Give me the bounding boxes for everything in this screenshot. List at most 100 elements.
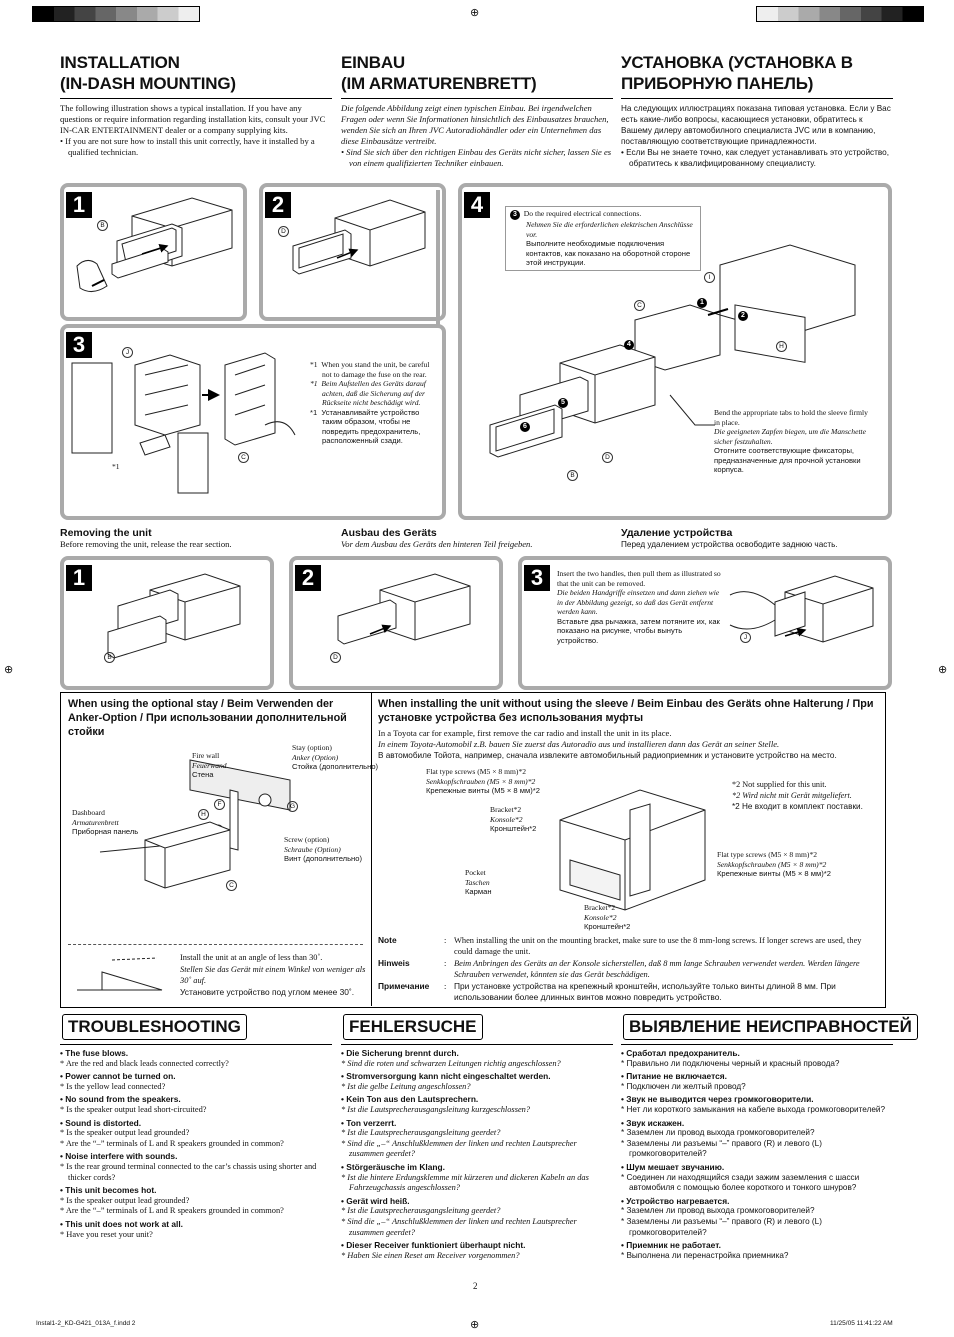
trouble-check: * Ist die gelbe Leitung angeschlossen?: [341, 1081, 471, 1091]
registration-mark-top: ⊕: [470, 7, 480, 19]
title-ru-2: ПРИБОРНУЮ ПАНЕЛЬ): [621, 74, 814, 93]
trouble-symptom: • Gerät wird heiß.: [341, 1195, 410, 1206]
title-en-2: (IN-DASH MOUNTING): [60, 74, 236, 93]
bullet-ru: • Если Вы не знаете точно, как следует у…: [621, 148, 889, 168]
label-j-step3: J: [122, 347, 133, 358]
label-screw-option: Screw (option)Schraube (Option)Винт (доп…: [284, 835, 363, 863]
label-g-stay: G: [287, 801, 298, 812]
bullet-de: • Sind Sie sich über den richtigen Einba…: [341, 147, 612, 168]
trouble-check: * Is the speaker output lead grounded?: [60, 1195, 190, 1205]
intro-en: The following illustration shows a typic…: [60, 103, 326, 135]
label-i-step4: I: [704, 272, 715, 283]
trouble-symptom: • Звук искажен.: [621, 1117, 685, 1128]
title-en-1: INSTALLATION: [60, 53, 180, 72]
trouble-symptom: • Ton verzerrt.: [341, 1117, 397, 1128]
label-c-step4: C: [634, 300, 645, 311]
trouble-check: * Заземлены ли разъемы “–” правого (R) и…: [621, 1138, 822, 1159]
angle-divider: [68, 944, 363, 946]
removing-ru: Удаление устройства Перед удалением устр…: [621, 527, 838, 549]
trouble-symptom: • Шум мешает звучанию.: [621, 1161, 725, 1172]
trouble-check: * Ist die Lautsprecherausgangsleitung ku…: [341, 1104, 531, 1114]
registration-mark-left: ⊕: [4, 664, 14, 676]
trouble-symptom: • Störgeräusche im Klang.: [341, 1161, 445, 1172]
title-de-2: (IM ARMATURENBRETT): [341, 74, 537, 93]
trouble-symptom: • Noise interfere with sounds.: [60, 1151, 178, 1162]
stay-title: When using the optional stay / Beim Verw…: [68, 698, 347, 738]
troubleshooting-title-de: FEHLERSUCHE: [343, 1014, 483, 1040]
trouble-check: * Подключен ли желтый провод?: [621, 1081, 746, 1091]
footer-file: Instal1-2_KD-G421_013A_f.indd 2: [36, 1320, 136, 1327]
trouble-symptom: • Звук не выводится через громкоговорите…: [621, 1094, 814, 1105]
footer-timestamp: 11/25/05 11:41:22 AM: [830, 1320, 893, 1327]
install-options-box: [60, 692, 886, 1008]
troubleshooting-list-en: • The fuse blows.* Are the red and black…: [60, 1048, 332, 1240]
remove-step-1-number: 1: [66, 565, 92, 591]
trouble-check: * Are the “–” terminals of L and R speak…: [60, 1206, 284, 1216]
step-1-illustration: [76, 197, 233, 292]
label-f-stay: F: [214, 799, 225, 810]
marker-2-step4: 2: [738, 311, 748, 321]
sleeve-notes: Note:When installing the unit on the mou…: [378, 935, 862, 1002]
trouble-check: * Is the rear ground terminal connected …: [60, 1161, 317, 1182]
step-1-number: 1: [66, 192, 92, 218]
trouble-check: * Is the speaker output lead short-circu…: [60, 1104, 207, 1114]
trouble-check: * Is the speaker output lead grounded?: [60, 1128, 190, 1138]
trouble-check: * Ist die Lautsprecherausgangsleitung ge…: [341, 1128, 501, 1138]
trouble-check: * Заземлены ли разъемы “–” правого (R) и…: [621, 1216, 822, 1237]
trouble-check: * Ist die Lautsprecherausgangsleitung ge…: [341, 1206, 501, 1216]
trouble-check: * Sind die „–“ Anschlußklemmen der linke…: [341, 1216, 577, 1237]
remove-step-2-number: 2: [295, 565, 321, 591]
label-d-step2: D: [278, 226, 289, 237]
label-b-step1: B: [97, 220, 108, 231]
trouble-check: * Are the red and black leads connected …: [60, 1058, 229, 1068]
label-b-remove1: B: [104, 652, 115, 663]
label-c-step3: C: [238, 452, 249, 463]
bullet-en: • If you are not sure how to install thi…: [60, 136, 315, 157]
step-2-illustration: [292, 199, 426, 275]
fuse-marker-label: *1: [112, 462, 120, 471]
intro-ru: На следующих иллюстрациях показана типов…: [621, 104, 891, 146]
troubleshooting-list-ru: • Сработал предохранитель.* Правильно ли…: [621, 1048, 893, 1261]
angle-note: Install the unit at an angle of less tha…: [180, 953, 366, 997]
label-d-step4: D: [602, 452, 613, 463]
trouble-symptom: • Stromversorgung kann nicht eingeschalt…: [341, 1071, 551, 1082]
intro-de: Die folgende Abbildung zeigt einen typis…: [341, 103, 609, 146]
step-3-illustration: [71, 352, 296, 494]
trouble-check: * Sind die „–“ Anschlußklemmen der linke…: [341, 1138, 577, 1159]
registration-mark-bottom: ⊕: [470, 1319, 480, 1331]
sleeve-title: When installing the unit without using t…: [378, 698, 874, 724]
label-h-step4: H: [776, 341, 787, 352]
trouble-symptom: • Приемник не работает.: [621, 1240, 721, 1251]
color-bar-left: [32, 6, 200, 22]
trouble-symptom: • Сработал предохранитель.: [621, 1048, 740, 1058]
remove-step-1-illustration: [107, 573, 241, 659]
registration-mark-right: ⊕: [938, 664, 948, 676]
remove-step-2-illustration: [337, 573, 471, 645]
removing-en: Removing the unit Before removing the un…: [60, 527, 232, 549]
title-de-1: EINBAU: [341, 53, 405, 72]
trouble-check: * Ist die hintere Erdungsklemme mit kürz…: [341, 1172, 589, 1193]
angle-illustration: [77, 957, 163, 991]
trouble-symptom: • Kein Ton aus den Lautsprechern.: [341, 1094, 479, 1105]
marker-5-step4: 5: [558, 398, 568, 408]
trouble-check: * Is the yellow lead connected?: [60, 1081, 166, 1091]
trouble-symptom: • The fuse blows.: [60, 1048, 129, 1058]
trouble-symptom: • Dieser Receiver funktioniert überhaupt…: [341, 1240, 526, 1251]
trouble-symptom: • This unit becomes hot.: [60, 1185, 157, 1196]
step-3-number: 3: [66, 332, 92, 358]
step-4-illustration: [489, 244, 856, 458]
label-j-remove3: J: [740, 632, 751, 643]
step-4-number: 4: [464, 192, 490, 218]
troubleshooting-list-de: • Die Sicherung brennt durch.* Sind die …: [341, 1048, 613, 1261]
troubleshooting-title-ru: ВЫЯВЛЕНИЕ НЕИСПРАВНОСТЕЙ: [623, 1014, 918, 1040]
remove-step-3-text: Insert the two handles, then pull them a…: [557, 569, 721, 645]
title-ru-1: УСТАНОВКА (УСТАНОВКА В: [621, 53, 853, 72]
trouble-check: * Соединен ли находящийся сзади зажим за…: [621, 1172, 860, 1193]
remove-step-3-number: 3: [524, 565, 550, 591]
page-number: 2: [473, 1281, 478, 1291]
